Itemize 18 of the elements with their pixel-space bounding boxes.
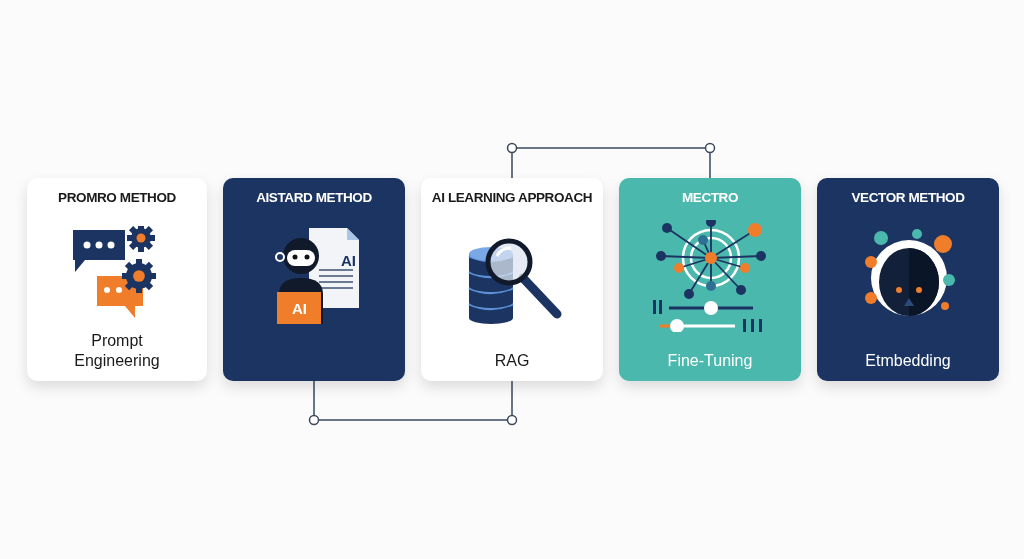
connector-line [313, 380, 513, 421]
method-name: Etmbedding [864, 351, 952, 371]
method-card [421, 178, 603, 381]
card-title: MECTRO [680, 190, 740, 205]
connector-line [511, 147, 711, 179]
icon-label: AI [341, 252, 356, 269]
card-title: VECTOR METHOD [850, 190, 966, 205]
method-name: Prompt Engineering [73, 331, 161, 371]
card-title: AISTARD METHOD [255, 190, 373, 205]
card-title: AI LEARNING APPROACH [430, 190, 594, 205]
method-name: Fine-Tuning [666, 351, 754, 371]
method-card [223, 178, 405, 381]
card-title: PROMRO METHOD [57, 190, 177, 205]
method-name: RAG [493, 351, 531, 371]
method-card [619, 178, 801, 381]
method-card [27, 178, 207, 381]
icon-label: AI [292, 300, 307, 317]
method-card [817, 178, 999, 381]
